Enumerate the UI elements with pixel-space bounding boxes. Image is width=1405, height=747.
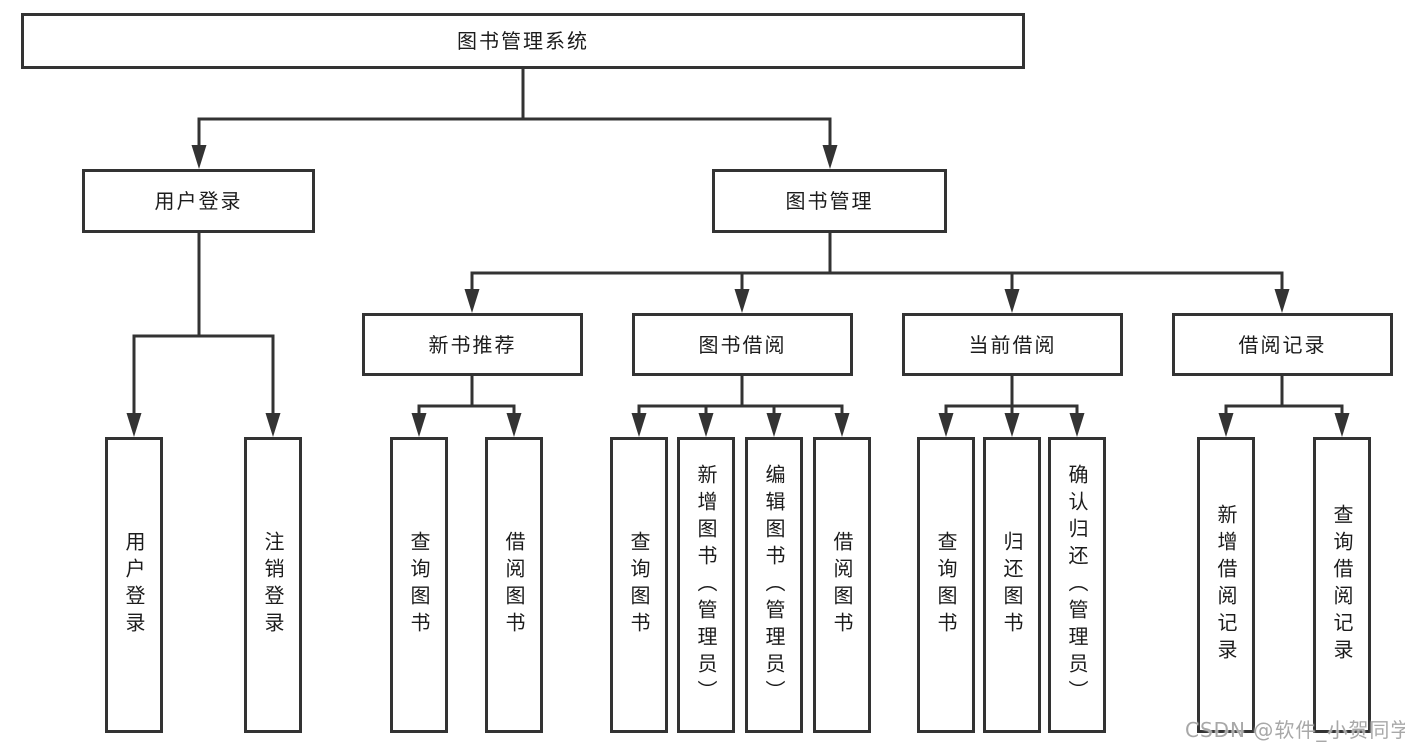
leaf-add-book-admin: 新增图书（管理员） [677,437,735,733]
arrowhead [1334,413,1350,437]
leaf-borrow-books-recommend: 借阅图书 [485,437,543,733]
arrowhead [265,413,281,437]
node-new-book-recommend: 新书推荐 [362,313,583,376]
arrowhead [1004,413,1020,437]
arrowhead [698,413,714,437]
arrowhead [126,413,142,437]
arrowhead [464,289,480,313]
arrowhead [1218,413,1234,437]
arrowhead [766,413,782,437]
arrowhead [411,413,427,437]
leaf-query-books-current: 查询图书 [917,437,975,733]
leaf-logout: 注销登录 [244,437,302,733]
arrowhead [631,413,647,437]
arrowhead [1069,413,1085,437]
connector-lines [132,67,1344,420]
arrowhead [938,413,954,437]
arrowhead [1004,289,1020,313]
leaf-edit-book-admin: 编辑图书（管理员） [745,437,803,733]
leaf-query-books-recommend: 查询图书 [390,437,448,733]
arrowhead [822,145,838,169]
node-root: 图书管理系统 [21,13,1025,69]
arrowhead [734,289,750,313]
arrowhead [834,413,850,437]
arrowhead [1274,289,1290,313]
leaf-query-borrow-record: 查询借阅记录 [1313,437,1371,733]
leaf-return-book: 归还图书 [983,437,1041,733]
leaf-borrow-books: 借阅图书 [813,437,871,733]
leaf-query-books-borrow: 查询图书 [610,437,668,733]
node-borrow-records: 借阅记录 [1172,313,1393,376]
node-book-borrow: 图书借阅 [632,313,853,376]
node-book-management: 图书管理 [712,169,947,233]
leaf-add-borrow-record: 新增借阅记录 [1197,437,1255,733]
node-user-login: 用户登录 [82,169,315,233]
csdn-watermark: CSDN @软件_小贺同学 [1185,718,1405,742]
arrowhead [191,145,207,169]
arrowhead [506,413,522,437]
node-current-borrow: 当前借阅 [902,313,1123,376]
leaf-user-login: 用户登录 [105,437,163,733]
leaf-confirm-return-admin: 确认归还（管理员） [1048,437,1106,733]
